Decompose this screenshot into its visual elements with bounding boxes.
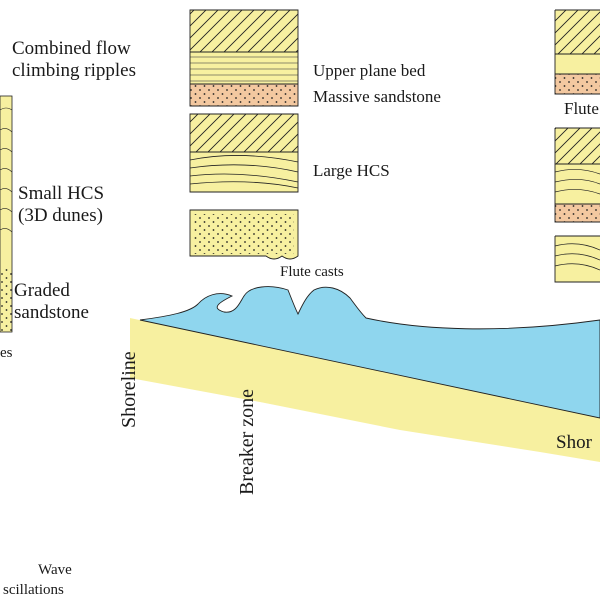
label-breaker-zone: Breaker zone [236, 388, 258, 495]
seawater [139, 286, 600, 419]
label-left-partial: es [0, 345, 13, 361]
sand-profile [130, 318, 600, 462]
left-partial-column [0, 95, 13, 333]
label-shoreline: Shoreline [118, 351, 140, 428]
label-wave: Wave [38, 562, 72, 578]
column-large-hcs [189, 113, 299, 193]
label-large-hcs: Large HCS [313, 161, 390, 180]
right-partial-columns [554, 9, 600, 283]
label-graded-sandstone: Graded sandstone [14, 280, 89, 323]
column-flute-casts [189, 209, 299, 260]
label-combined-flow: Combined flow climbing ripples [12, 38, 137, 81]
label-shore-partial: Shor [556, 432, 592, 453]
label-oscillations: scillations [3, 582, 64, 598]
column-upper-plane-massive [189, 9, 299, 107]
label-flute-casts: Flute casts [280, 264, 344, 280]
label-upper-plane-bed: Upper plane bed [313, 61, 426, 80]
label-massive-sandstone: Massive sandstone [313, 87, 441, 106]
label-small-hcs: Small HCS (3D dunes) [18, 183, 105, 226]
label-flute-partial: Flute [564, 99, 599, 118]
